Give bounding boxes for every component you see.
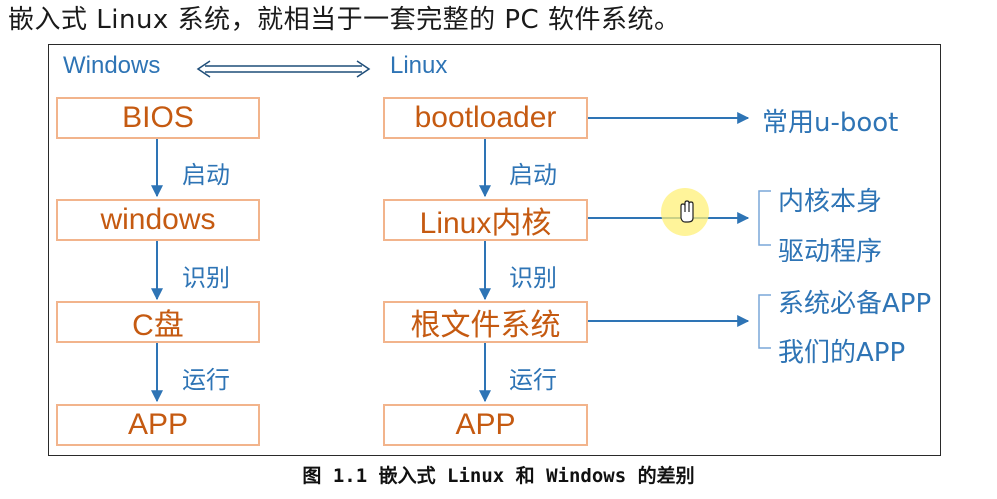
windows-edge-label-run: 运行 [182, 366, 230, 394]
box-linux-app: APP [383, 404, 588, 446]
windows-edge-label-recognize: 识别 [182, 264, 230, 292]
box-bios: BIOS [56, 97, 260, 139]
box-root-filesystem: 根文件系统 [383, 301, 588, 343]
diagram-frame [48, 44, 941, 456]
linux-edge-label-run: 运行 [509, 366, 557, 394]
note-uboot: 常用u-boot [762, 108, 899, 138]
windows-linux-double-arrow [196, 60, 371, 78]
box-linux-kernel: Linux内核 [383, 199, 588, 241]
note-system-apps: 系统必备APP [778, 289, 932, 319]
note-drivers: 驱动程序 [778, 237, 883, 267]
windows-column-title: Windows [63, 52, 161, 79]
linux-edge-label-recognize: 识别 [509, 264, 557, 292]
windows-edge-label-boot: 启动 [182, 161, 230, 189]
linux-column-title: Linux [390, 52, 448, 79]
linux-edge-label-boot: 启动 [509, 161, 557, 189]
bracket-rootfs-notes [758, 294, 771, 349]
box-windows: windows [56, 199, 260, 241]
box-bootloader: bootloader [383, 97, 588, 139]
note-kernel-itself: 内核本身 [778, 187, 883, 217]
hand-cursor-icon [680, 200, 694, 223]
figure-caption: 图 1.1 嵌入式 Linux 和 Windows 的差别 [302, 465, 695, 487]
box-windows-app: APP [56, 404, 260, 446]
bracket-kernel-notes [758, 190, 771, 246]
note-our-apps: 我们的APP [778, 338, 906, 368]
pointer-highlight [661, 188, 709, 236]
page-heading: 嵌入式 Linux 系统，就相当于一套完整的 PC 软件系统。 [8, 5, 681, 35]
box-c-drive: C盘 [56, 301, 260, 343]
